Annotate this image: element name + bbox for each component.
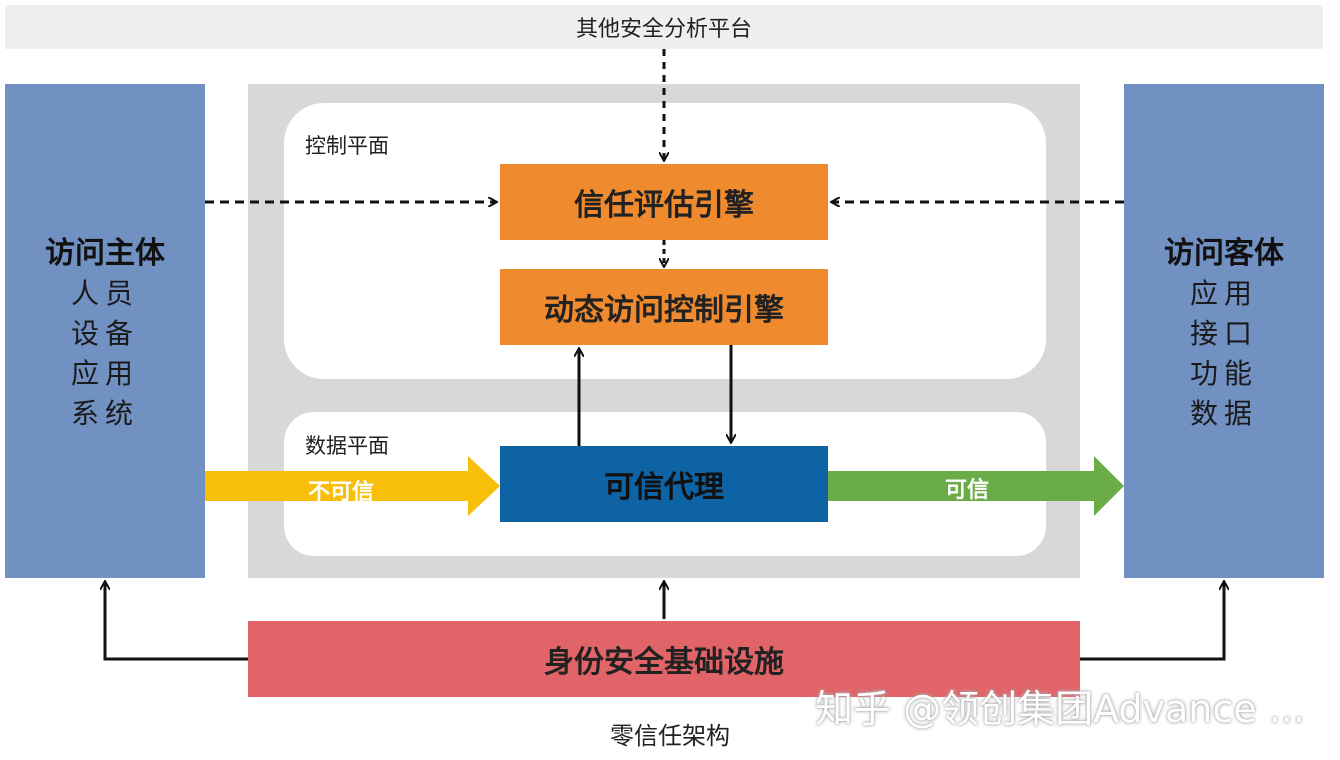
object-item: 接口 <box>1189 317 1258 350</box>
identity-to-object-arrow <box>1080 582 1224 661</box>
trusted-flow-arrow <box>828 456 1124 516</box>
access-object-title: 访问客体 <box>1164 236 1284 271</box>
access-object-block: 访问客体 应用 接口 功能 数据 <box>1124 84 1324 578</box>
untrusted-flow-arrow <box>205 456 500 516</box>
identity-security-infrastructure: 身份安全基础设施 <box>248 621 1080 697</box>
subject-item: 系统 <box>70 397 139 430</box>
access-subject-block: 访问主体 人员 设备 应用 系统 <box>5 84 205 578</box>
control-plane-label: 控制平面 <box>305 134 389 158</box>
dynamic-access-control-engine: 动态访问控制引擎 <box>500 269 828 345</box>
object-item: 数据 <box>1189 397 1258 430</box>
object-item: 应用 <box>1189 277 1258 310</box>
data-plane-label: 数据平面 <box>305 434 389 458</box>
trust-evaluation-engine: 信任评估引擎 <box>500 164 828 240</box>
diagram-caption: 零信任架构 <box>610 721 730 750</box>
object-item: 功能 <box>1189 357 1258 390</box>
identity-to-subject-arrow <box>105 582 248 661</box>
top-bar <box>5 5 1323 49</box>
watermark: 知乎 @领创集团Advance ... <box>815 686 1305 731</box>
subject-item: 人员 <box>70 277 139 310</box>
trusted-label: 可信 <box>945 478 990 503</box>
subject-item: 应用 <box>70 357 139 390</box>
untrusted-label: 不可信 <box>308 480 375 505</box>
subject-item: 设备 <box>70 317 139 350</box>
access-subject-title: 访问主体 <box>45 236 165 271</box>
trusted-proxy: 可信代理 <box>500 446 828 522</box>
security-platform-label: 其他安全分析平台 <box>575 17 752 42</box>
